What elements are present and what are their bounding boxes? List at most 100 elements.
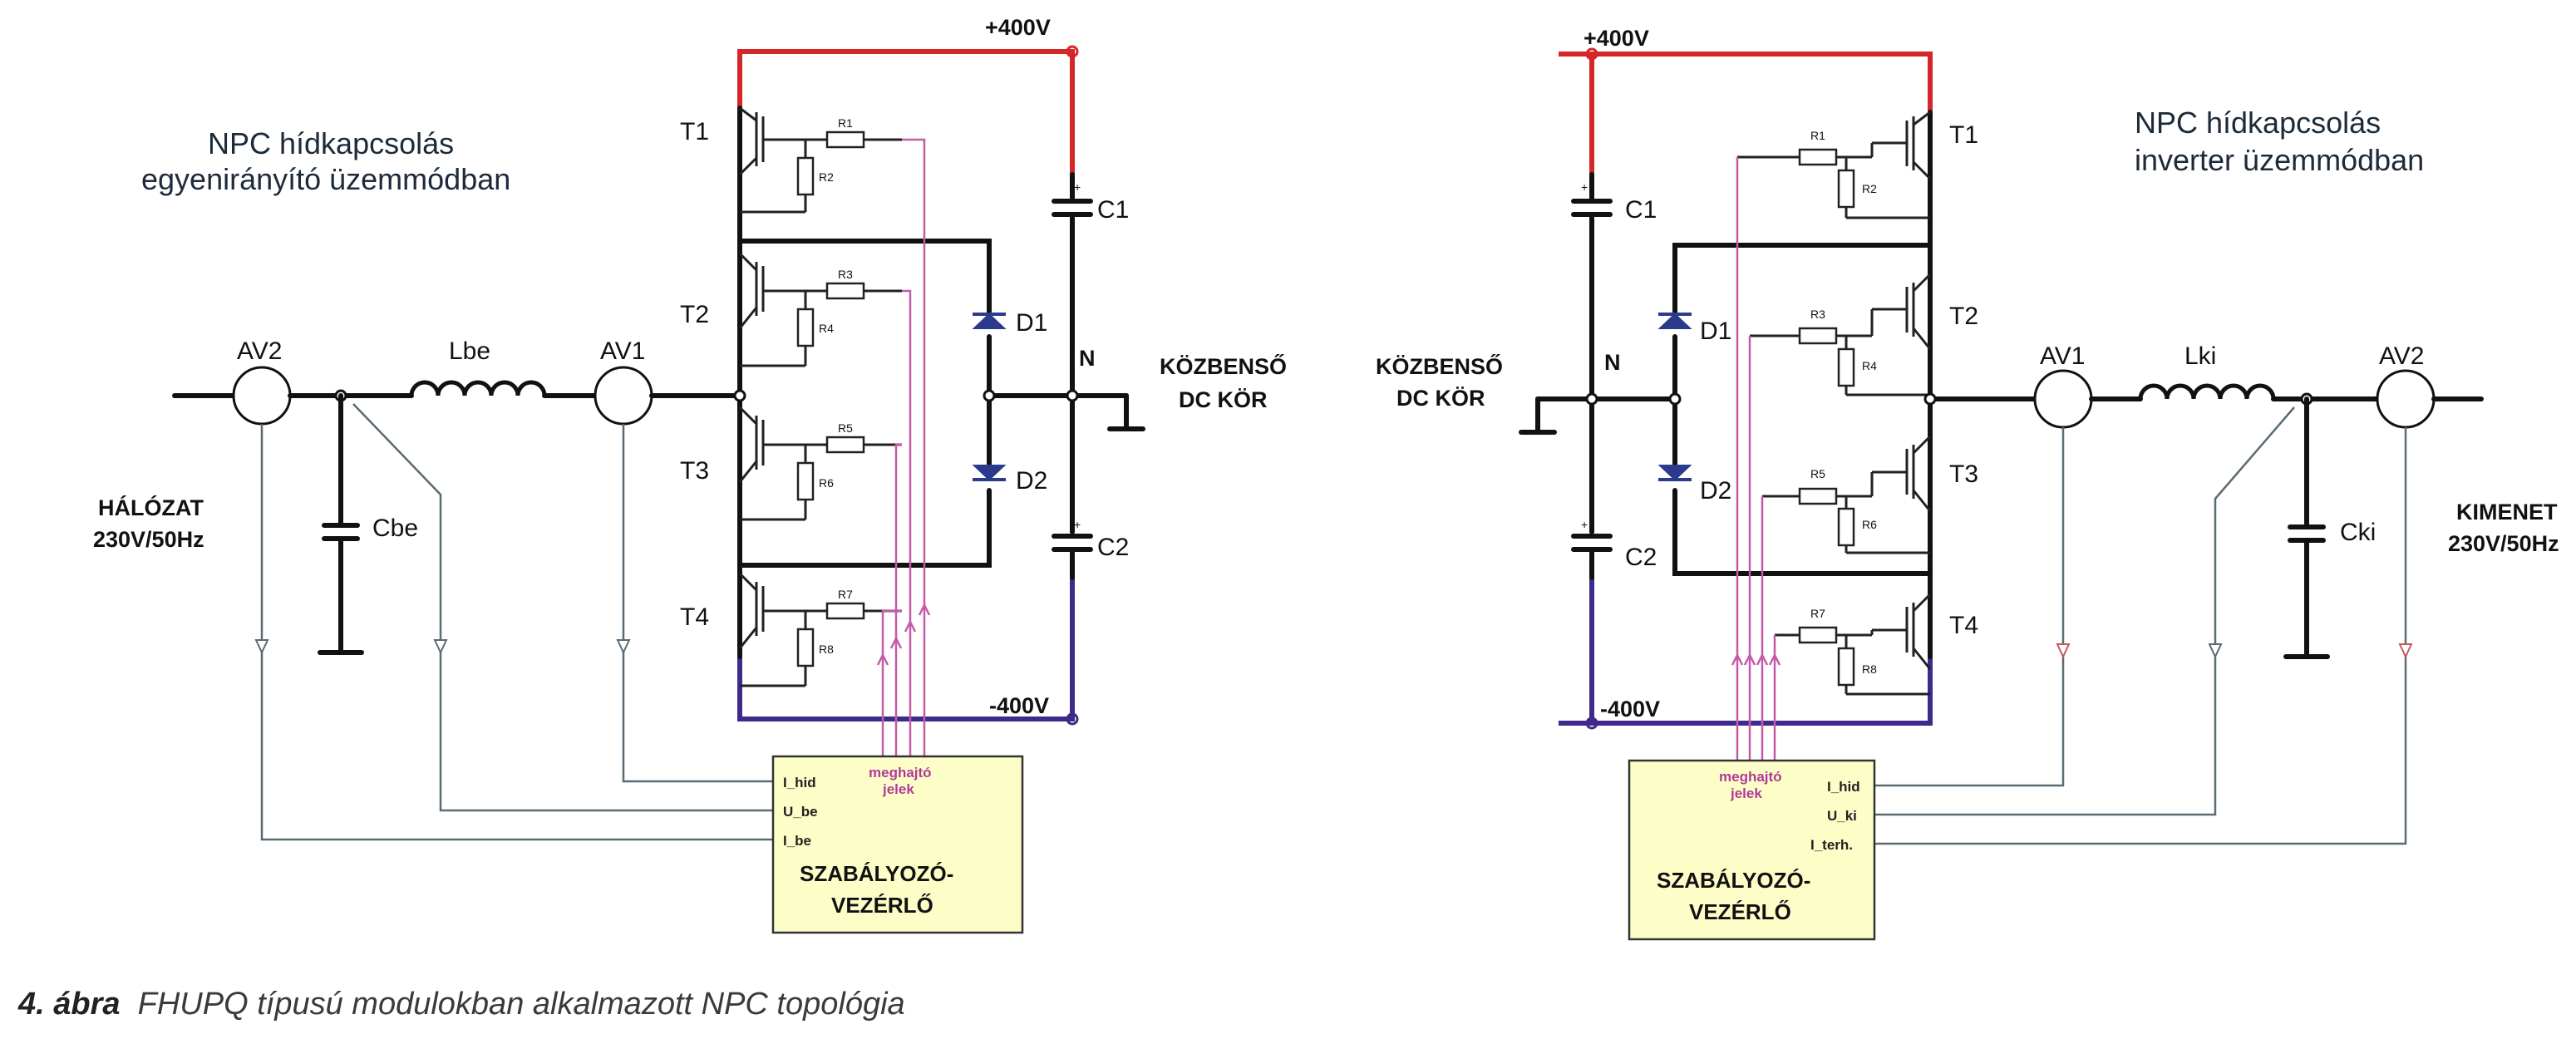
left-av2-meter (232, 366, 292, 426)
svg-text:R2: R2 (819, 170, 834, 184)
right-n-label: N (1604, 350, 1621, 375)
right-load-line1: KIMENET (2456, 500, 2558, 524)
svg-text:R6: R6 (819, 476, 834, 490)
svg-text:T1: T1 (680, 118, 709, 145)
svg-text:R4: R4 (819, 322, 834, 335)
right-lki-label: Lki (2184, 342, 2216, 370)
left-n-label: N (1079, 346, 1096, 371)
svg-text:T2: T2 (680, 301, 709, 328)
right-igbt-t4: T4 (1872, 593, 1978, 670)
right-av2-meter (2376, 369, 2436, 429)
right-load-line2: 230V/50Hz (2448, 531, 2559, 556)
right-title-line1: NPC hídkapcsolás (2135, 106, 2381, 140)
left-negative-rail (737, 578, 1075, 721)
svg-text:meghajtó: meghajtó (1719, 769, 1782, 785)
right-cki-label: Cki (2340, 519, 2376, 546)
left-measurement-wiring (254, 403, 773, 841)
figure-caption-text: FHUPQ típusú modulokban alkalmazott NPC … (137, 987, 905, 1022)
svg-text:I_be: I_be (783, 833, 811, 849)
svg-text:R1: R1 (838, 116, 853, 130)
svg-text:I_hid: I_hid (1827, 779, 1860, 795)
left-dc-line1: KÖZBENSŐ (1160, 353, 1287, 379)
right-d1-label: D1 (1700, 318, 1731, 345)
right-dc-line2: DC KÖR (1396, 386, 1485, 411)
left-igbt-t1: T1 (680, 106, 798, 176)
right-d2 (1657, 465, 1692, 481)
left-c2-label: C2 (1097, 534, 1129, 561)
svg-text:+: + (1074, 180, 1081, 194)
left-igbt-t4: T4 (680, 572, 798, 649)
right-plus400-label: +400V (1584, 26, 1649, 51)
svg-text:T3: T3 (1949, 460, 1978, 488)
left-title-line2: egyenirányító üzemmódban (141, 162, 510, 196)
left-c1-label: C1 (1097, 196, 1129, 224)
svg-text:R7: R7 (838, 588, 853, 601)
svg-text:T3: T3 (680, 457, 709, 485)
rectifier-diagram: NPC hídkapcsolás egyenirányító üzemmódba… (93, 15, 1287, 934)
left-dc-line2: DC KÖR (1179, 387, 1268, 412)
left-gate-signals (876, 138, 931, 756)
svg-text:R7: R7 (1810, 607, 1825, 620)
right-lki-inductor (2138, 383, 2276, 400)
left-d1-label: D1 (1016, 309, 1047, 337)
left-lbe-label: Lbe (449, 337, 490, 365)
svg-text:jelek: jelek (1730, 785, 1762, 801)
svg-text:+: + (1581, 180, 1588, 194)
svg-text:T1: T1 (1949, 121, 1978, 149)
right-d1 (1657, 313, 1692, 329)
svg-text:+: + (1581, 518, 1588, 531)
left-av2-label: AV2 (237, 337, 282, 365)
svg-text:R6: R6 (1862, 518, 1877, 531)
svg-text:T4: T4 (680, 603, 709, 631)
left-lbe-inductor (409, 380, 547, 396)
left-d1 (972, 313, 1007, 329)
left-av1-label: AV1 (600, 337, 645, 365)
svg-text:SZABÁLYOZÓ-: SZABÁLYOZÓ- (800, 861, 953, 886)
svg-text:R3: R3 (1810, 308, 1825, 321)
left-igbt-t2: T2 (680, 252, 798, 329)
svg-text:+: + (1074, 518, 1081, 531)
right-dc-line1: KÖZBENSŐ (1376, 353, 1503, 379)
left-title-line1: NPC hídkapcsolás (208, 126, 454, 160)
right-gate-signals (1731, 157, 1781, 761)
right-av1-meter (2033, 369, 2093, 429)
right-igbt-t1: T1 (1872, 111, 1978, 180)
svg-text:R3: R3 (838, 268, 853, 281)
svg-text:T2: T2 (1949, 303, 1978, 330)
right-igbt-t3: T3 (1872, 435, 1978, 512)
inverter-diagram: NPC hídkapcsolás inverter üzemmódban +40… (1376, 26, 2559, 941)
right-minus400-label: -400V (1600, 697, 1660, 721)
svg-text:U_be: U_be (783, 804, 818, 820)
svg-text:VEZÉRLŐ: VEZÉRLŐ (1689, 899, 1791, 924)
left-source-line2: 230V/50Hz (93, 527, 204, 552)
left-av1-meter (594, 366, 653, 426)
right-title-line2: inverter üzemmódban (2135, 143, 2424, 177)
svg-text:R2: R2 (1862, 182, 1877, 195)
right-igbt-t2: T2 (1872, 273, 1978, 350)
right-controller: I_hid U_ki I_terh. meghajtó jelek SZABÁL… (1628, 759, 1876, 941)
svg-text:VEZÉRLŐ: VEZÉRLŐ (831, 893, 933, 918)
left-plus400-label: +400V (985, 15, 1051, 40)
svg-text:R5: R5 (838, 421, 853, 435)
svg-text:U_ki: U_ki (1827, 808, 1857, 824)
left-cbe-label: Cbe (372, 515, 418, 542)
svg-text:R1: R1 (1810, 129, 1825, 142)
left-d2-label: D2 (1016, 467, 1047, 495)
left-minus400-label: -400V (989, 693, 1049, 718)
figure-caption: 4. ábra FHUPQ típusú modulokban alkalmaz… (18, 987, 905, 1022)
left-source-line1: HÁLÓZAT (98, 495, 204, 520)
left-controller: I_hid U_be I_be meghajtó jelek SZABÁLYOZ… (771, 755, 1024, 934)
right-av2-label: AV2 (2379, 342, 2424, 370)
right-measurement-wiring (1874, 406, 2413, 845)
svg-text:T4: T4 (1949, 612, 1978, 639)
left-d2 (972, 465, 1007, 481)
svg-text:R5: R5 (1810, 467, 1825, 480)
left-igbt-t3: T3 (680, 406, 798, 485)
right-d2-label: D2 (1700, 477, 1731, 505)
right-c1-label: C1 (1625, 196, 1657, 224)
svg-text:SZABÁLYOZÓ-: SZABÁLYOZÓ- (1657, 868, 1810, 893)
right-negative-rail (1559, 657, 1933, 726)
